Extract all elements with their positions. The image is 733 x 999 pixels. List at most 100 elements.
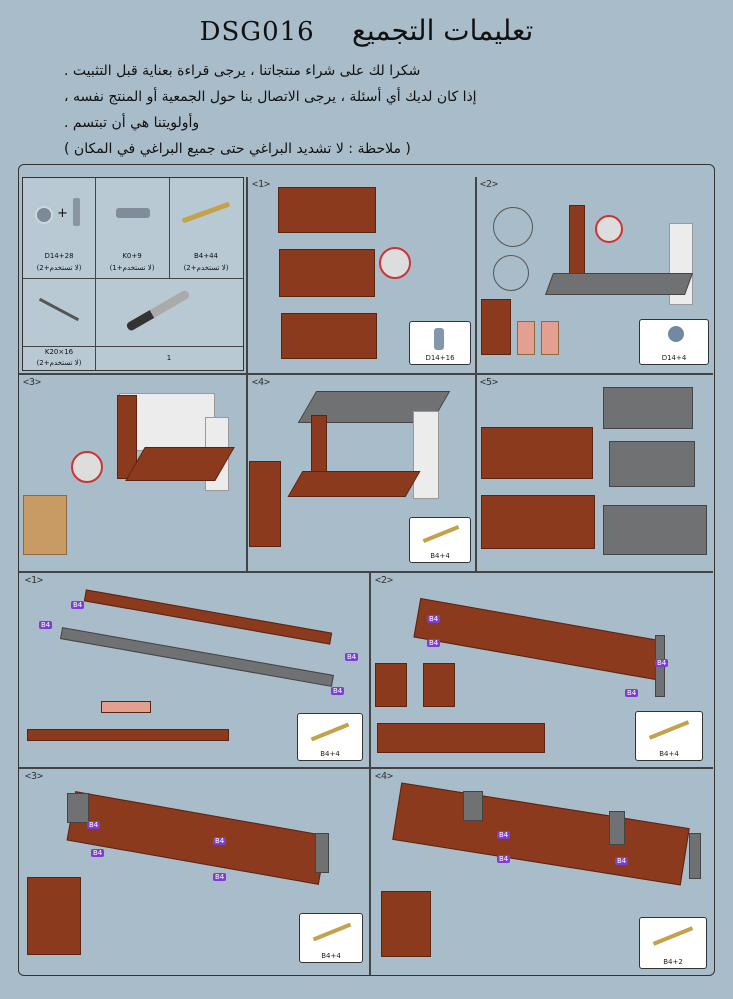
b4-tag: B4 — [213, 837, 227, 845]
instruction-sheet: + D14+28 (لا تستخدم+2) K0+9 (لا تستخدم+1… — [18, 164, 715, 976]
cam-lock-icon — [668, 326, 684, 342]
part-16 — [541, 321, 559, 355]
cam-lock-icon — [35, 206, 53, 224]
parts-table: + D14+28 (لا تستخدم+2) K0+9 (لا تستخدم+1… — [22, 177, 244, 371]
drawer-front-3 — [603, 505, 707, 555]
base-panel — [544, 273, 694, 295]
model-code: DSG016 — [199, 17, 315, 47]
screwdriver-icon — [125, 289, 191, 332]
cam-closeup — [71, 451, 103, 483]
b4-tag: B4 — [213, 873, 227, 881]
shelf-end-left — [67, 793, 89, 823]
intro-line-2: إذا كان لديك أي أسئلة ، يرجى الاتصال بنا… — [64, 89, 477, 105]
bottom-step-4-hardware-code: B4+2 — [663, 958, 683, 966]
divider-end — [689, 833, 701, 879]
bottom-step-1-hardware-box: B4+4 — [297, 713, 363, 761]
page-title: DSG016 تعليمات التجميع — [0, 14, 733, 47]
drawer-front-1 — [603, 387, 693, 429]
rotate-diagram — [493, 207, 533, 247]
screw-icon — [652, 926, 694, 946]
bottom-step-2-label: <2> — [375, 575, 394, 586]
part-qty-4: (لا تستخدم+2) — [36, 359, 82, 367]
bottom-step-1-hardware-code: B4+4 — [320, 750, 340, 758]
title-arabic: تعليمات التجميع — [351, 14, 534, 47]
cam-closeup — [595, 215, 623, 243]
bottom-step-3-hardware-box: B4+4 — [299, 913, 363, 963]
part-10 — [381, 891, 431, 957]
shelf-back-panel — [66, 791, 328, 885]
step-2-hardware-code: D14+4 — [661, 354, 687, 362]
b4-tag: B4 — [345, 653, 359, 661]
step-1-label: <1> — [252, 179, 271, 190]
b4-tag: B4 — [655, 659, 669, 667]
part-2 — [377, 723, 545, 753]
b4-tag: B4 — [71, 601, 85, 609]
part-5 — [27, 729, 229, 741]
b4-tag: B4 — [91, 849, 105, 857]
part-12 — [481, 299, 511, 355]
part-qty-5: 1 — [166, 354, 172, 362]
frame-rail-back — [83, 589, 333, 645]
drawer-panel-a — [481, 427, 593, 479]
mdf-back-panel — [23, 495, 67, 555]
step-4-hardware-box: B4+4 — [409, 517, 471, 563]
b4-tag: B4 — [497, 855, 511, 863]
cam-lock-icon — [434, 328, 444, 350]
b4-tag: B4 — [615, 857, 629, 865]
part-code-4: K20×16 — [44, 348, 74, 356]
hardware-closeup — [379, 247, 411, 279]
intro-line-3: وأولويتنا هي أن تبتسم . — [64, 115, 200, 131]
step-1-hardware-box: D14+16 — [409, 321, 471, 365]
part-4 — [423, 663, 455, 707]
bolt-icon — [116, 208, 150, 218]
dowel-icon — [73, 198, 80, 226]
screw-icon — [312, 922, 352, 942]
plus-sign: + — [57, 206, 68, 221]
panel-board-top — [278, 187, 376, 233]
step-5-label: <5> — [480, 377, 499, 388]
rotate-diagram-2 — [493, 255, 529, 291]
bottom-step-4-hardware-box: B4+2 — [639, 917, 707, 969]
b4-tag: B4 — [427, 615, 441, 623]
part-code-3: B4+44 — [193, 252, 219, 260]
screw-icon — [648, 720, 690, 740]
intro-line-1: شكرا لك على شراء منتجاتنا ، يرجى قراءة ب… — [64, 63, 421, 79]
long-screw-icon — [38, 297, 80, 322]
b4-tag: B4 — [497, 831, 511, 839]
panel-board-bottom — [281, 313, 377, 359]
b4-tag: B4 — [331, 687, 345, 695]
right-side-panel — [413, 411, 439, 499]
screw-icon — [422, 525, 460, 543]
step-2-hardware-box: D14+4 — [639, 319, 709, 365]
part-qty-1: (لا تستخدم+2) — [36, 264, 82, 272]
part-code-2: K0+9 — [122, 252, 142, 260]
step-2-label: <2> — [480, 179, 499, 190]
full-shelf-panel — [392, 782, 690, 886]
b4-tag: B4 — [87, 821, 101, 829]
part-3 — [375, 663, 407, 707]
part-15 — [517, 321, 535, 355]
intro-line-4: ( ملاحظة : لا تشديد البراغي حتى جميع الب… — [64, 141, 411, 157]
divider-1 — [463, 791, 483, 821]
b4-tag: B4 — [427, 639, 441, 647]
step-3-label: <3> — [23, 377, 42, 388]
bottom-step-3-hardware-code: B4+4 — [321, 952, 341, 960]
step-4-label: <4> — [252, 377, 271, 388]
bottom-step-3-label: <3> — [25, 771, 44, 782]
intro-text: شكرا لك على شراء منتجاتنا ، يرجى قراءة ب… — [64, 58, 684, 162]
part-code-1: D14+28 — [44, 252, 74, 260]
divider-2 — [609, 811, 625, 845]
bottom-step-2-hardware-code: B4+4 — [659, 750, 679, 758]
part-qty-3: (لا تستخدم+2) — [183, 264, 229, 272]
screw-icon — [310, 722, 350, 742]
part-8 — [27, 877, 81, 955]
bottom-step-4-label: <4> — [375, 771, 394, 782]
floor-panel — [287, 471, 421, 497]
shelf-end-right — [315, 833, 329, 873]
b4-tag: B4 — [625, 689, 639, 697]
b4-tag: B4 — [39, 621, 53, 629]
bottom-step-2-hardware-box: B4+4 — [635, 711, 703, 761]
step-4-hardware-code: B4+4 — [430, 552, 450, 560]
panel-board-mid — [279, 249, 375, 297]
part-17 — [249, 461, 281, 547]
